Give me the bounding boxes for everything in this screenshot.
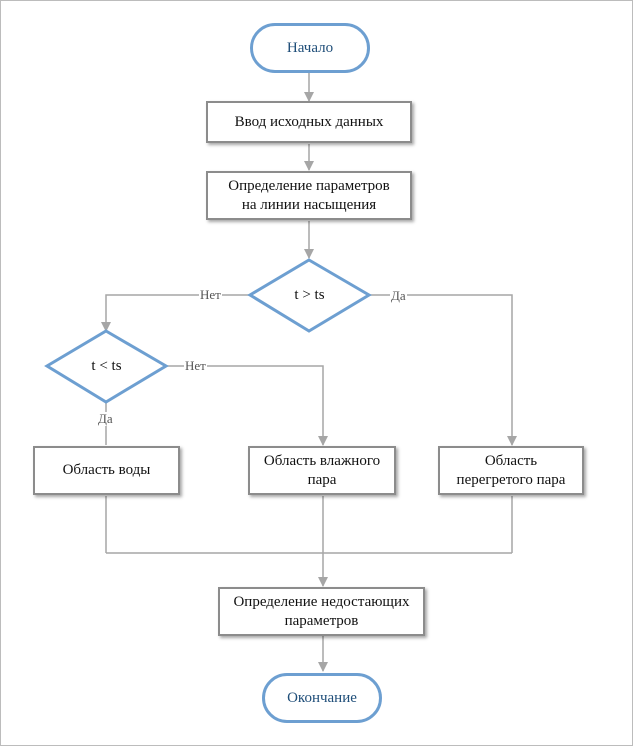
arrow-main-yes xyxy=(369,294,517,446)
start-label: Начало xyxy=(286,39,334,56)
superheated-region-box: Область перегретого пара xyxy=(438,446,584,495)
water-region-label: Область воды xyxy=(62,462,151,478)
start-terminal: Начало xyxy=(250,23,370,73)
edge-label-main-yes: Да xyxy=(390,288,407,303)
arrow-main-no xyxy=(101,294,250,332)
wet-steam-label-2: пара xyxy=(307,471,337,488)
edge-label-sub-no: Нет xyxy=(184,358,207,373)
saturation-params-box: Определение параметров на линии насыщени… xyxy=(206,171,412,220)
superheated-label-1: Область xyxy=(484,452,538,469)
water-region-box: Область воды xyxy=(33,446,180,495)
missing-params-label-2: параметров xyxy=(284,612,359,629)
edge-label-sub-yes: Да xyxy=(97,411,114,426)
missing-params-label-1: Определение недостающих xyxy=(233,593,410,610)
input-data-box: Ввод исходных данных xyxy=(206,101,412,143)
missing-params-box: Определение недостающих параметров xyxy=(218,587,425,636)
arrow-sub-no xyxy=(166,365,328,446)
edge-label-main-no: Нет xyxy=(199,287,222,302)
saturation-params-label-2: на линии насыщения xyxy=(241,196,377,213)
end-label: Окончание xyxy=(287,689,357,706)
wet-steam-label-1: Область влажного xyxy=(263,452,381,469)
decision-main-diamond xyxy=(247,258,372,333)
decision-sub-diamond xyxy=(44,329,169,404)
end-terminal: Окончание xyxy=(262,673,382,723)
saturation-params-label-1: Определение параметров xyxy=(228,177,390,194)
decision-sub-label: t < ts xyxy=(91,357,122,374)
wet-steam-region-box: Область влажного пара xyxy=(248,446,396,495)
superheated-label-2: перегретого пара xyxy=(456,471,566,488)
input-data-label: Ввод исходных данных xyxy=(234,113,384,130)
decision-main-label: t > ts xyxy=(294,286,325,303)
